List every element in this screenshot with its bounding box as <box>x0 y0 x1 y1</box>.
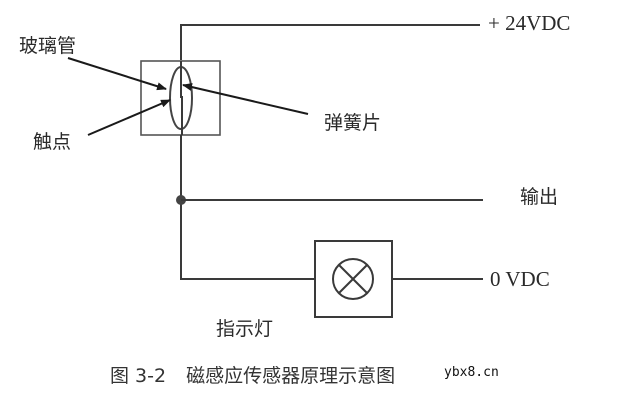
indicator-lamp-label: 指示灯 <box>216 318 274 340</box>
reed-label: 弹簧片 <box>324 112 382 134</box>
reed-pointer-arrow <box>182 83 309 115</box>
figure-title: 磁感应传感器原理示意图 <box>186 365 396 387</box>
sensor-to-lamp-wire <box>180 135 315 280</box>
figure-caption: 图 3-2 磁感应传感器原理示意图 <box>110 367 395 386</box>
supply-zero-label: 0 VDC <box>490 267 550 291</box>
glass-tube-label: 玻璃管 <box>19 35 77 57</box>
contact-pointer-arrow <box>87 99 171 136</box>
output-label: 输出 <box>520 186 559 208</box>
figure-number: 图 3-2 <box>110 365 167 387</box>
reed-contact-icon <box>180 61 183 135</box>
watermark: ybx8.cn <box>444 365 499 380</box>
lamp-icon <box>332 258 374 300</box>
contact-label: 触点 <box>33 131 72 153</box>
glass-tube-pointer-arrow <box>67 57 167 91</box>
supply-positive-wire <box>180 24 480 60</box>
supply-positive-label: + 24VDC <box>488 11 571 35</box>
